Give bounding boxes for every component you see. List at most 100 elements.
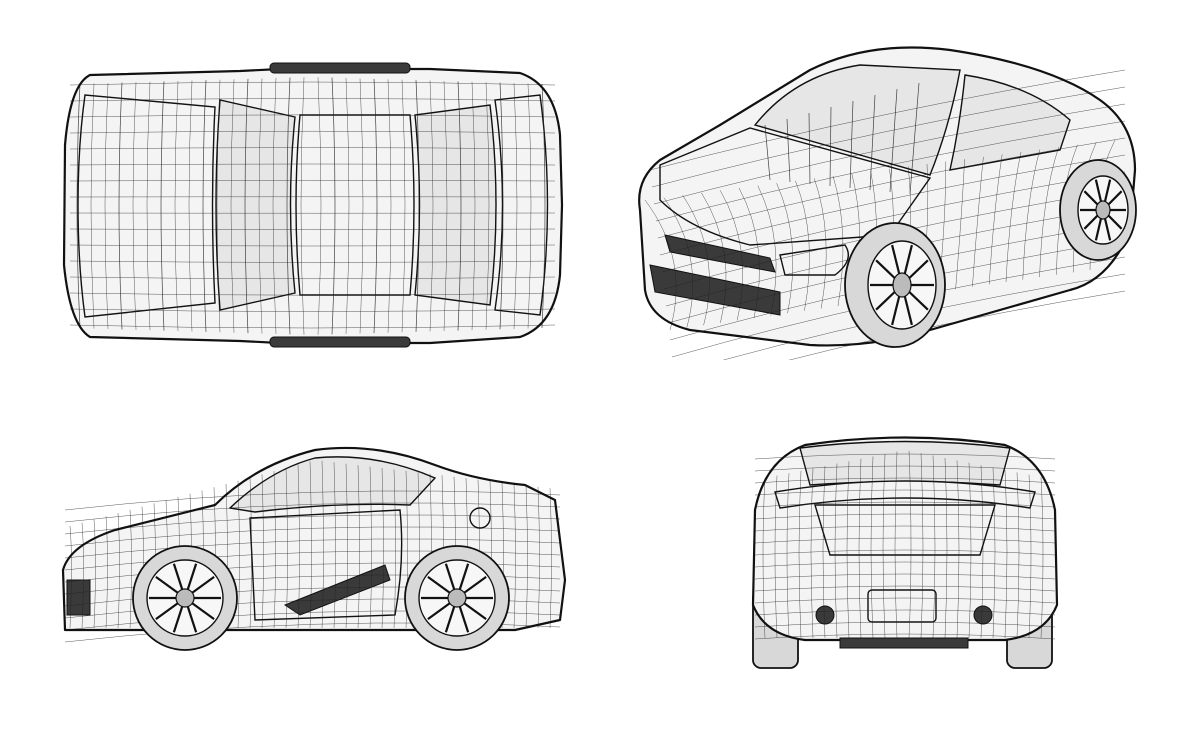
- mesh-curve: [527, 83, 532, 329]
- mesh-curve: [719, 190, 744, 321]
- mesh-curve: [980, 465, 984, 639]
- mesh-curve: [754, 537, 1056, 544]
- top-rear-window: [414, 104, 497, 306]
- persp-windshield: [753, 64, 961, 176]
- mesh-curve: [776, 183, 794, 314]
- mesh-curve: [834, 463, 838, 639]
- mesh-curve: [754, 549, 1056, 556]
- rear-diffuser: [839, 637, 969, 649]
- mesh-curve: [146, 81, 151, 331]
- mesh-curve: [655, 120, 1126, 222]
- mesh-curve: [105, 516, 108, 629]
- mesh-curve: [754, 633, 1056, 640]
- mesh-curve: [345, 463, 348, 629]
- mesh-curve: [69, 163, 556, 166]
- side-window: [228, 456, 437, 513]
- mesh-curve: [69, 147, 556, 150]
- mesh-curve: [202, 80, 207, 332]
- mesh-curve: [1028, 474, 1032, 639]
- mesh-curve: [955, 159, 965, 290]
- rear-trunk-lid: [814, 504, 996, 556]
- rear-license-plate: [867, 589, 937, 623]
- mesh-curve: [822, 465, 826, 639]
- mesh-curve: [870, 456, 874, 639]
- mesh-curve: [443, 81, 448, 331]
- mesh-curve: [832, 175, 844, 307]
- mesh-curve: [216, 79, 221, 333]
- mesh-curve: [920, 453, 924, 639]
- mesh-curve: [754, 561, 1056, 568]
- mesh-curve: [1022, 149, 1041, 280]
- top-outer-edge: [62, 67, 564, 345]
- mesh-curve: [513, 83, 518, 329]
- persp-front-grille: [664, 234, 776, 273]
- top-view-drawing: [62, 62, 564, 348]
- persp-side-window: [949, 74, 1071, 171]
- mesh-curve: [359, 78, 364, 334]
- mesh-curve: [64, 538, 561, 559]
- mesh-curve: [118, 82, 123, 330]
- mesh-curve: [69, 276, 556, 280]
- mesh-curve: [944, 457, 948, 639]
- mesh-curve: [754, 477, 1056, 484]
- mesh-curve: [117, 513, 120, 629]
- rear-left-exhaust: [815, 605, 835, 625]
- mesh-curve: [69, 324, 556, 329]
- car-perspective-view: [630, 30, 1150, 360]
- mesh-curve: [786, 473, 790, 639]
- mesh-curve: [345, 78, 350, 334]
- mesh-curve: [237, 480, 240, 629]
- mesh-curve: [956, 460, 960, 639]
- mesh-curve: [754, 609, 1056, 616]
- mesh-curve: [64, 514, 561, 535]
- mesh-curve: [160, 81, 165, 331]
- side-air-intake: [283, 564, 391, 616]
- mesh-curve: [651, 86, 1126, 188]
- mesh-curve: [69, 244, 556, 247]
- mesh-curve: [129, 509, 132, 629]
- mesh-curve: [754, 513, 1056, 520]
- top-left-wheel-arch: [269, 62, 411, 74]
- mesh-curve: [1039, 147, 1059, 278]
- mesh-curve: [972, 156, 984, 287]
- mesh-curve: [357, 465, 360, 629]
- mesh-line: [764, 124, 771, 181]
- mesh-line: [869, 94, 876, 191]
- side-view-drawing: [61, 446, 567, 651]
- perspective-view-drawing: [638, 46, 1137, 360]
- mesh-curve: [457, 81, 462, 331]
- mesh-curve: [104, 83, 109, 329]
- mesh-curve: [69, 180, 556, 182]
- rear-view-drawing: [751, 436, 1059, 669]
- mesh-curve: [1005, 151, 1022, 283]
- side-fuel-cap: [469, 507, 491, 529]
- mesh-curve: [64, 526, 561, 547]
- mesh-curve: [499, 82, 504, 330]
- mesh-curve: [644, 199, 677, 331]
- mesh-curve: [649, 69, 1126, 171]
- mesh-curve: [64, 490, 561, 511]
- mesh-line: [829, 106, 832, 187]
- persp-headlight: [779, 244, 849, 276]
- mesh-curve: [230, 79, 235, 333]
- mesh-curve: [485, 82, 490, 330]
- top-right-wheel-arch: [269, 336, 411, 348]
- mesh-curve: [659, 154, 1126, 256]
- mesh-curve: [331, 77, 336, 335]
- mesh-curve: [525, 485, 528, 629]
- persp-front-wheel: [844, 222, 946, 348]
- persp-rear-wheel: [1059, 159, 1137, 261]
- mesh-curve: [754, 585, 1056, 592]
- mesh-curve: [754, 453, 1056, 460]
- mesh-curve: [258, 78, 263, 334]
- mesh-curve: [813, 178, 827, 309]
- top-hood: [77, 94, 216, 318]
- mesh-curve: [1004, 469, 1008, 639]
- mesh-curve: [387, 79, 392, 333]
- mesh-curve: [774, 475, 778, 639]
- mesh-curve: [76, 83, 81, 329]
- mesh-curve: [69, 98, 556, 102]
- mesh-curve: [69, 130, 556, 134]
- mesh-curve: [682, 195, 710, 326]
- mesh-curve: [297, 464, 300, 629]
